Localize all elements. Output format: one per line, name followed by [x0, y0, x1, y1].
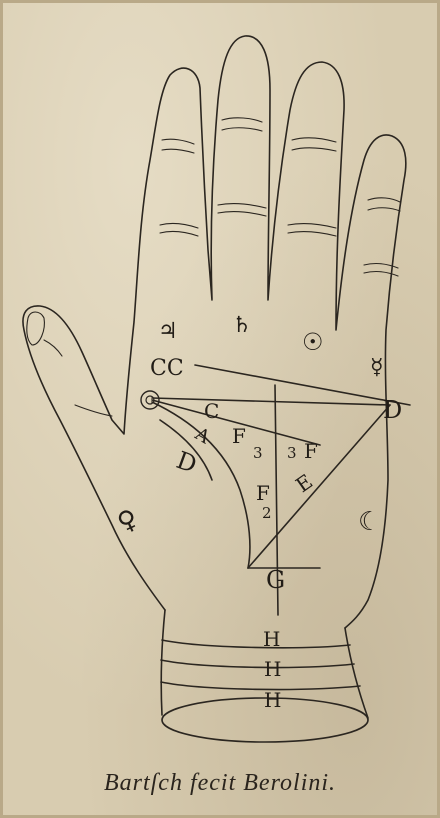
label-f2: F [256, 481, 270, 505]
label-sun: ☉ [302, 328, 324, 356]
label-d-right: D [383, 396, 402, 424]
hand-outline [23, 36, 406, 628]
label-num3-left: 3 [253, 444, 263, 462]
label-moon: ☾ [358, 507, 381, 537]
label-cc: CC [150, 356, 184, 381]
label-num3-right: 3 [287, 444, 297, 462]
bracelet-line-2 [161, 660, 354, 667]
label-mars-upper: ♃ [158, 319, 178, 344]
ring-mark-icon [141, 391, 159, 409]
label-c: C [204, 399, 219, 423]
wrist-left-edge [161, 610, 165, 715]
label-venus: ♀ [113, 503, 143, 538]
label-saturn: ♄ [232, 313, 252, 338]
label-h2: H [264, 657, 281, 681]
line-mark-to-d [152, 398, 390, 405]
finger-creases [44, 118, 400, 416]
bracelet-line-1 [162, 640, 350, 648]
label-mercury: ☿ [370, 355, 384, 380]
wrist-right-edge [345, 628, 368, 718]
thumbnail [27, 312, 45, 345]
label-d-left: D [173, 446, 201, 479]
label-h3: H [264, 688, 281, 712]
label-g: G [266, 566, 285, 594]
label-f3-right: F [304, 439, 318, 463]
label-h1: H [263, 627, 280, 651]
label-f3-left: F [232, 424, 246, 448]
engraver-caption: Bartſch fecit Berolini. [0, 770, 440, 797]
bracelet-line-3 [161, 682, 360, 689]
label-num2: 2 [262, 504, 272, 522]
